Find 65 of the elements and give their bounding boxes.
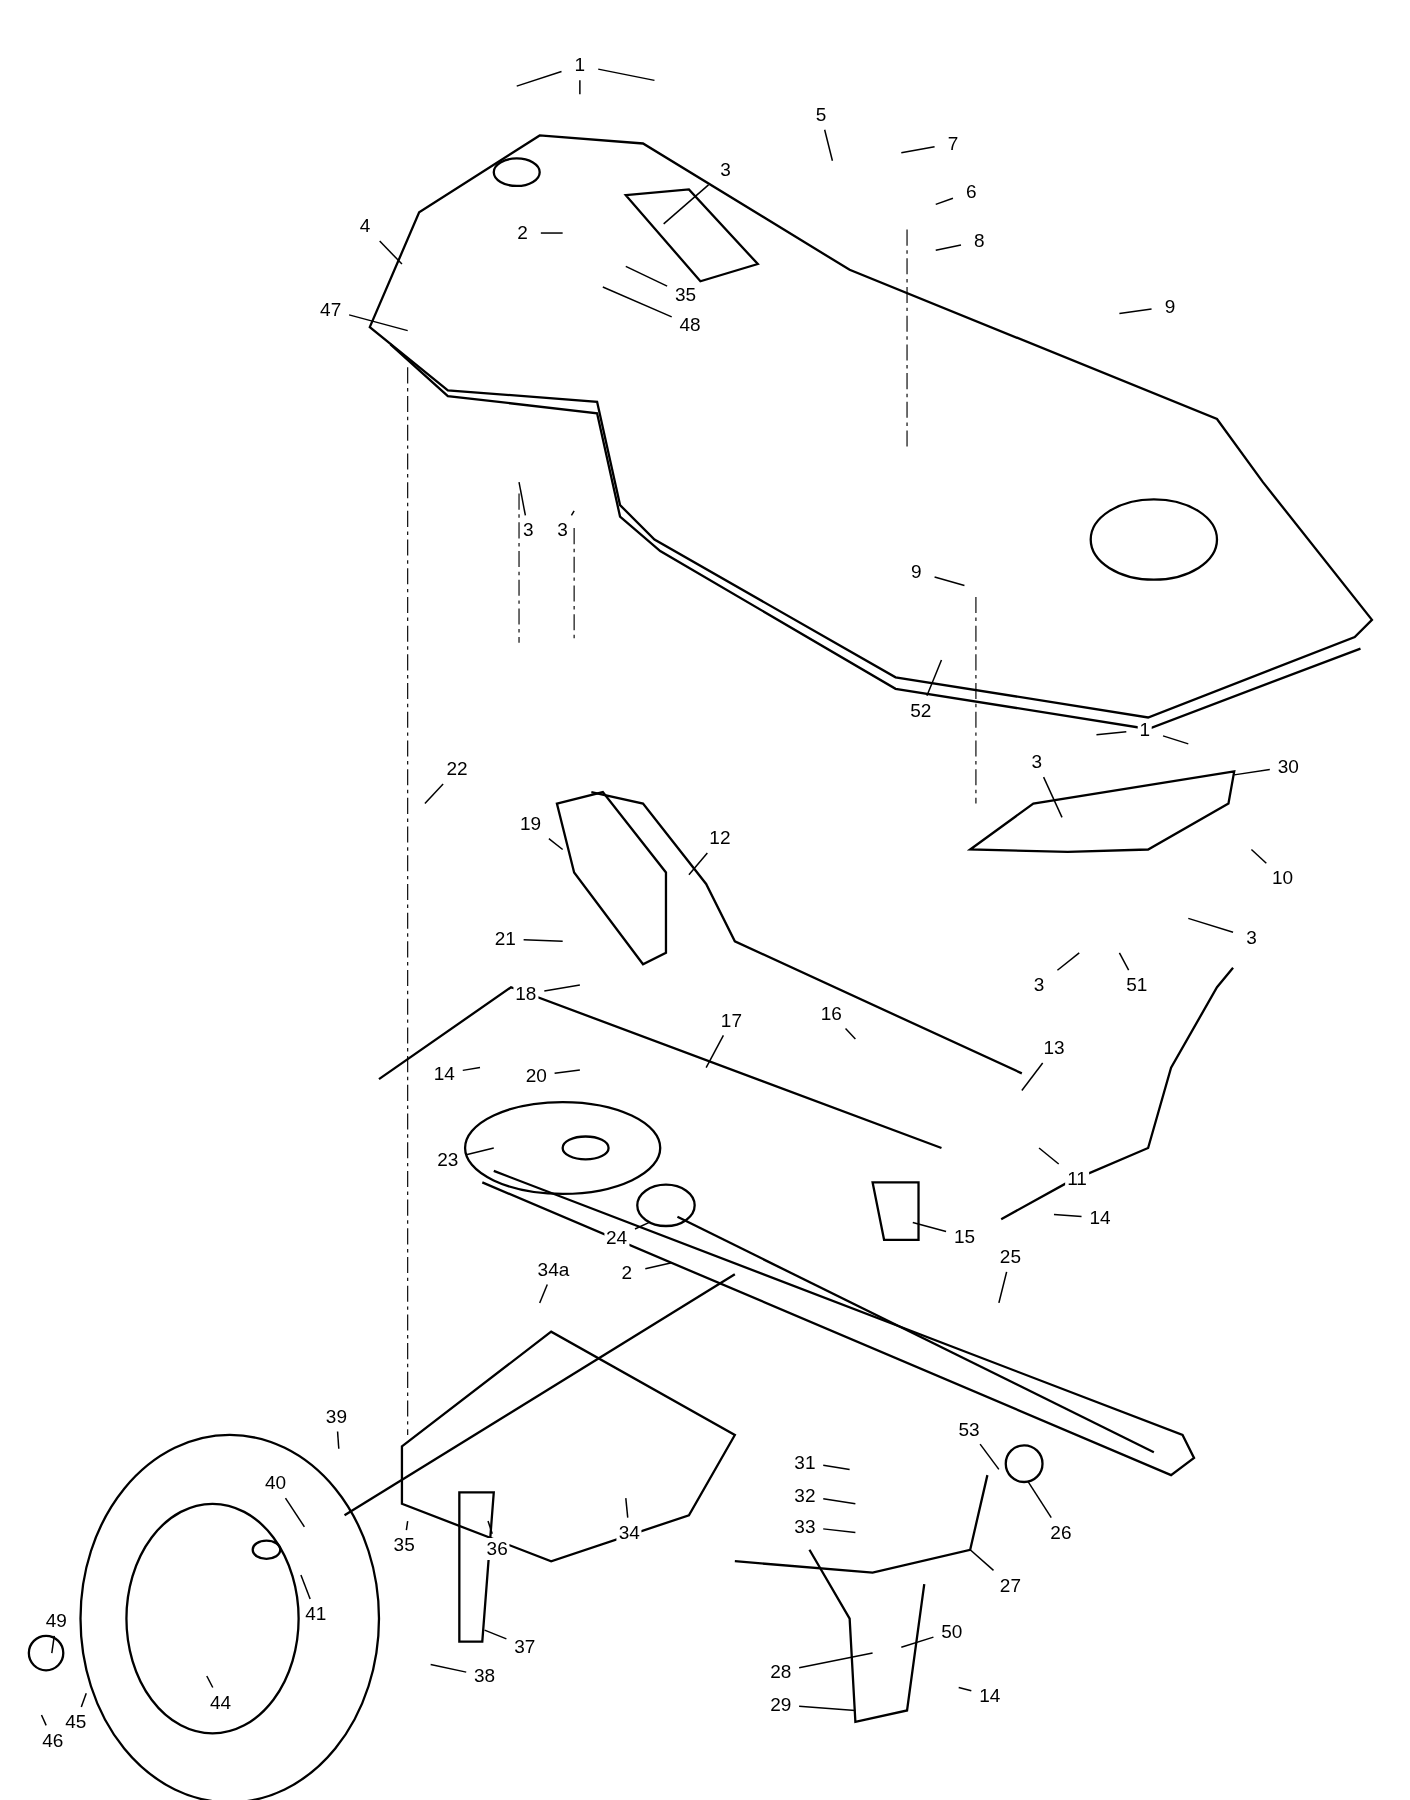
leader-line: [823, 128, 834, 162]
leader-line: [602, 286, 673, 318]
leader-line: [570, 510, 575, 517]
leader-line: [933, 576, 966, 587]
leader-line: [969, 1549, 995, 1572]
leader-line: [822, 1464, 851, 1471]
leader-line: [625, 1497, 629, 1519]
callout-number: 36: [484, 1537, 510, 1560]
leader-line: [540, 232, 564, 234]
leader-line: [1026, 1480, 1052, 1519]
leader-line: [1118, 952, 1130, 971]
leader-line: [957, 1686, 973, 1692]
leader-line: [900, 146, 936, 154]
leader-line: [579, 79, 581, 95]
leader-line: [553, 1069, 581, 1074]
leader-line: [336, 1430, 340, 1450]
leader-line: [1233, 768, 1271, 776]
leader-line: [518, 481, 527, 517]
leader-line: [40, 1714, 47, 1727]
leader-line: [378, 240, 403, 265]
leader-line: [1038, 1147, 1060, 1165]
leader-line: [912, 1221, 947, 1233]
leader-line: [465, 1147, 495, 1156]
leader-line: [597, 68, 656, 82]
leader-line: [462, 1066, 481, 1072]
leader-line: [51, 1635, 55, 1654]
leader-line: [483, 1629, 508, 1640]
leader-line: [1056, 952, 1080, 971]
leader-line: [625, 265, 668, 287]
leader-line: [1021, 1062, 1044, 1092]
leader-line: [1162, 735, 1190, 745]
leader-line: [979, 1443, 1000, 1471]
leader-line: [935, 197, 954, 206]
leader-line: [688, 852, 709, 876]
leader-line: [429, 1663, 467, 1673]
leader-line: [644, 1262, 673, 1270]
leader-line: [634, 1221, 650, 1230]
leader-line: [424, 783, 444, 805]
leader-line: [822, 1497, 857, 1505]
leader-line: [206, 1675, 214, 1689]
leader-line: [300, 1574, 311, 1600]
leader-line: [538, 1283, 549, 1304]
leader-line: [1042, 776, 1063, 819]
leader-line: [935, 244, 962, 251]
leader-line: [548, 837, 564, 851]
leader-line: [522, 939, 564, 943]
leader-line: [1250, 848, 1268, 864]
leader-line: [822, 1528, 857, 1534]
leader-line: [1187, 917, 1234, 933]
leader-line: [900, 1636, 935, 1649]
leader-line: [405, 1520, 409, 1531]
leader-line: [487, 1520, 493, 1535]
leader-line: [1118, 308, 1153, 315]
leader-line: [1053, 1213, 1083, 1218]
leader-line: [543, 984, 581, 992]
leader-line: [284, 1497, 306, 1528]
leader-line: [798, 1705, 857, 1712]
leader-line: [998, 1271, 1008, 1304]
leader-line: [798, 1652, 874, 1669]
leader-line: [926, 659, 943, 697]
leader-line: [80, 1692, 87, 1708]
leader-line: [1095, 731, 1128, 736]
leader-line: [844, 1027, 857, 1040]
leader-line: [705, 1034, 725, 1069]
leader-line: [516, 70, 563, 87]
